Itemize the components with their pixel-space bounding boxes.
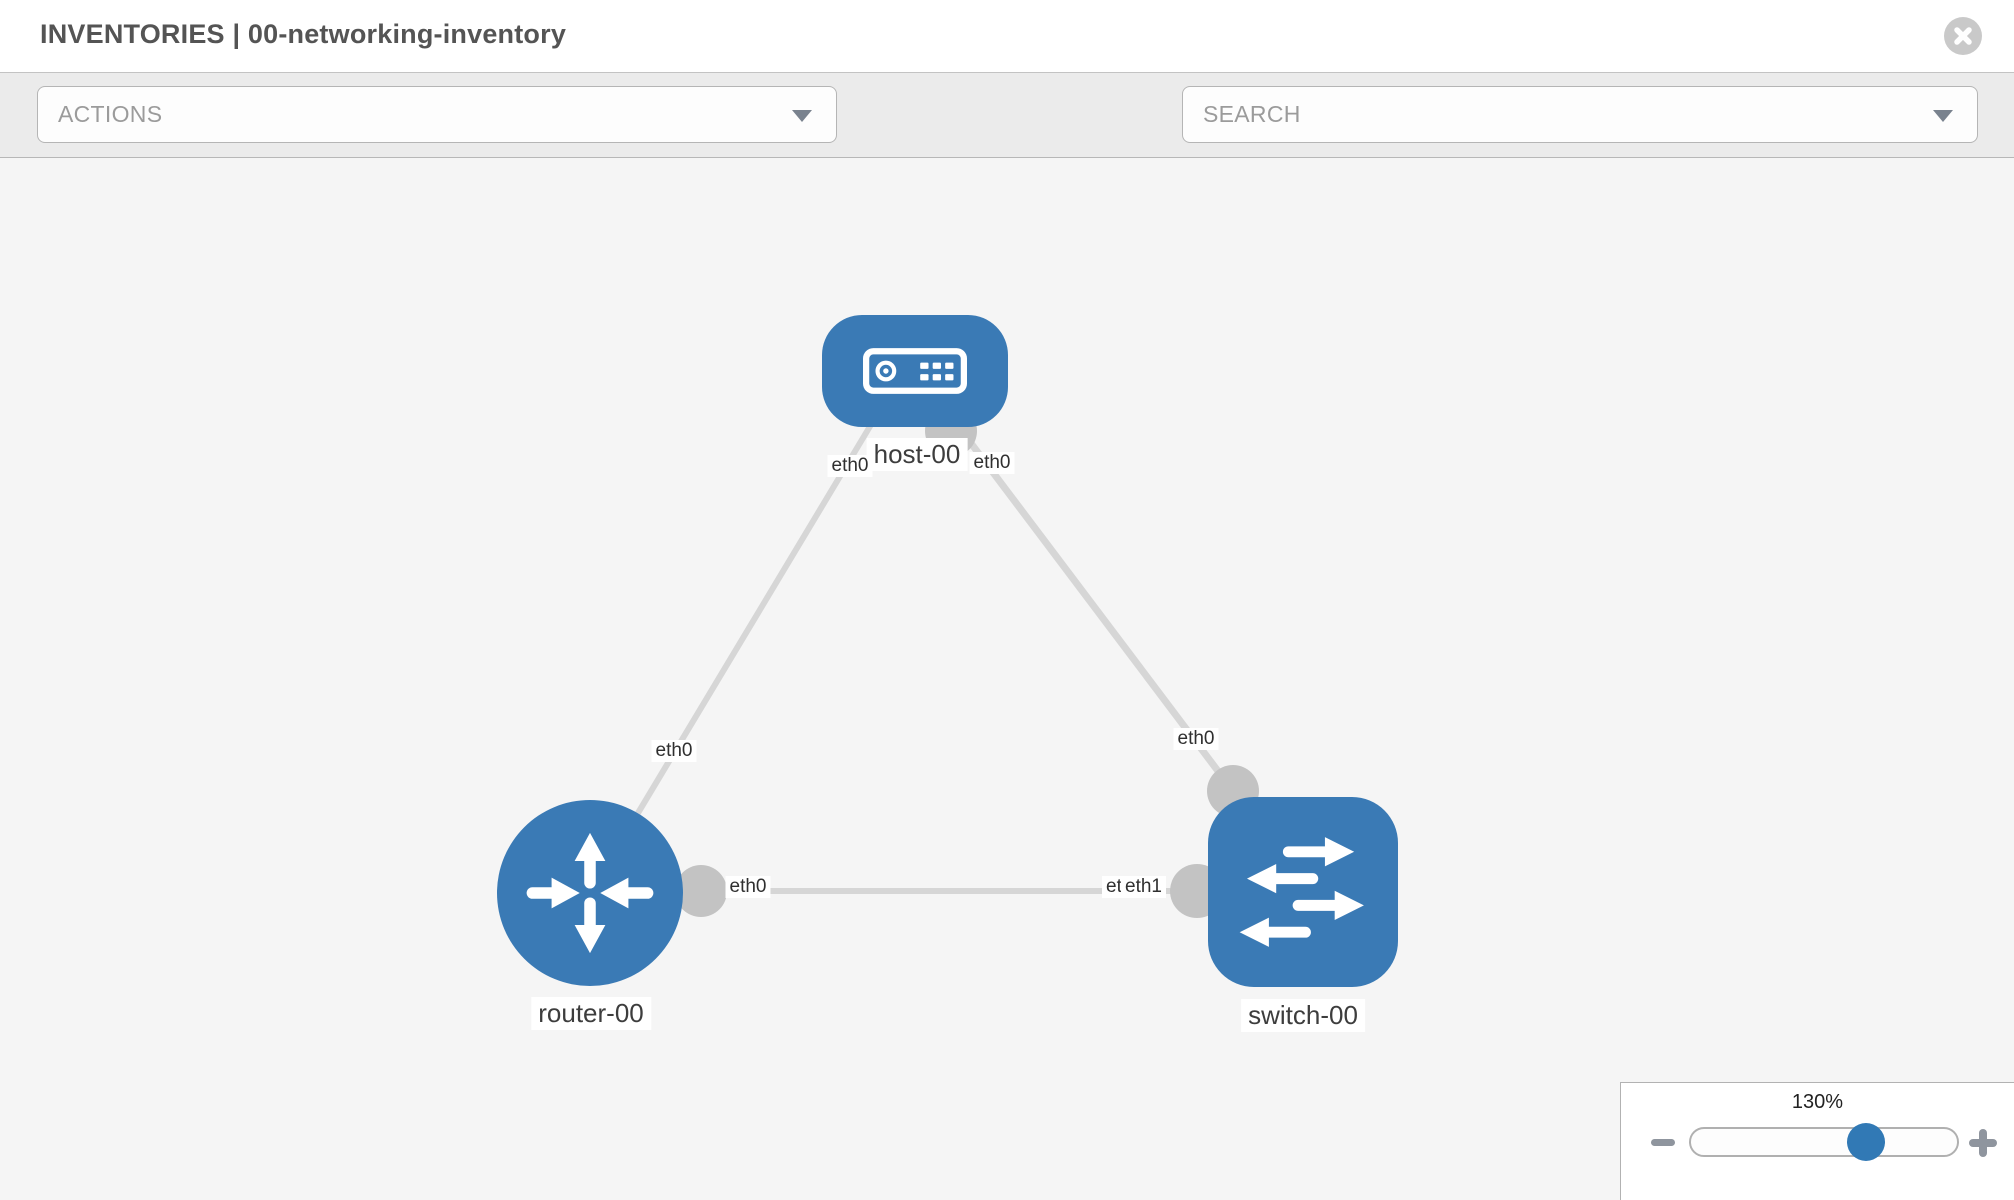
iface-label-router-to-host: eth0	[651, 740, 697, 762]
interface-connector[interactable]	[675, 865, 727, 917]
node-label-switch: switch-00	[1241, 999, 1365, 1032]
chevron-down-icon	[1933, 110, 1953, 122]
iface-label-router-to-switch: eth0	[725, 876, 771, 898]
topology-canvas[interactable]	[0, 158, 2014, 1200]
iface-label-host-to-router: eth0	[827, 455, 873, 477]
host-icon	[863, 348, 967, 394]
actions-dropdown[interactable]: ACTIONS	[37, 86, 837, 143]
chevron-down-icon	[792, 110, 812, 122]
close-button[interactable]	[1944, 17, 1982, 55]
zoom-slider-handle[interactable]	[1847, 1123, 1885, 1161]
toolbar: ACTIONS SEARC	[0, 72, 2014, 205]
page-title: INVENTORIES | 00-networking-inventory	[40, 19, 567, 49]
zoom-percent-label: 130%	[1791, 1091, 1844, 1113]
node-host-00[interactable]	[822, 315, 1008, 427]
node-label-host: host-00	[866, 438, 968, 471]
search-dropdown-label: SEARCH	[1203, 101, 1301, 127]
search-dropdown[interactable]: SEARCH	[1182, 86, 1978, 143]
header: INVENTORIES | 00-networking-inventory	[0, 0, 2014, 72]
zoom-out-button[interactable]	[1651, 1139, 1675, 1146]
zoom-in-button[interactable]	[1969, 1129, 1997, 1157]
iface-label-host-to-switch: eth0	[969, 452, 1015, 474]
close-icon	[1954, 27, 1972, 45]
iface-label-switch-to-host: eth0	[1173, 728, 1219, 750]
node-router-00[interactable]	[497, 800, 683, 986]
node-switch-00[interactable]	[1208, 797, 1398, 987]
iface-label-switch-eth1: eth1	[1121, 876, 1166, 898]
zoom-control-panel: 130%	[1620, 1082, 2014, 1200]
actions-dropdown-label: ACTIONS	[58, 101, 163, 127]
switch-icon	[1239, 837, 1364, 947]
router-icon	[526, 832, 654, 954]
zoom-slider[interactable]	[1689, 1123, 1959, 1161]
node-label-router: router-00	[531, 997, 651, 1030]
